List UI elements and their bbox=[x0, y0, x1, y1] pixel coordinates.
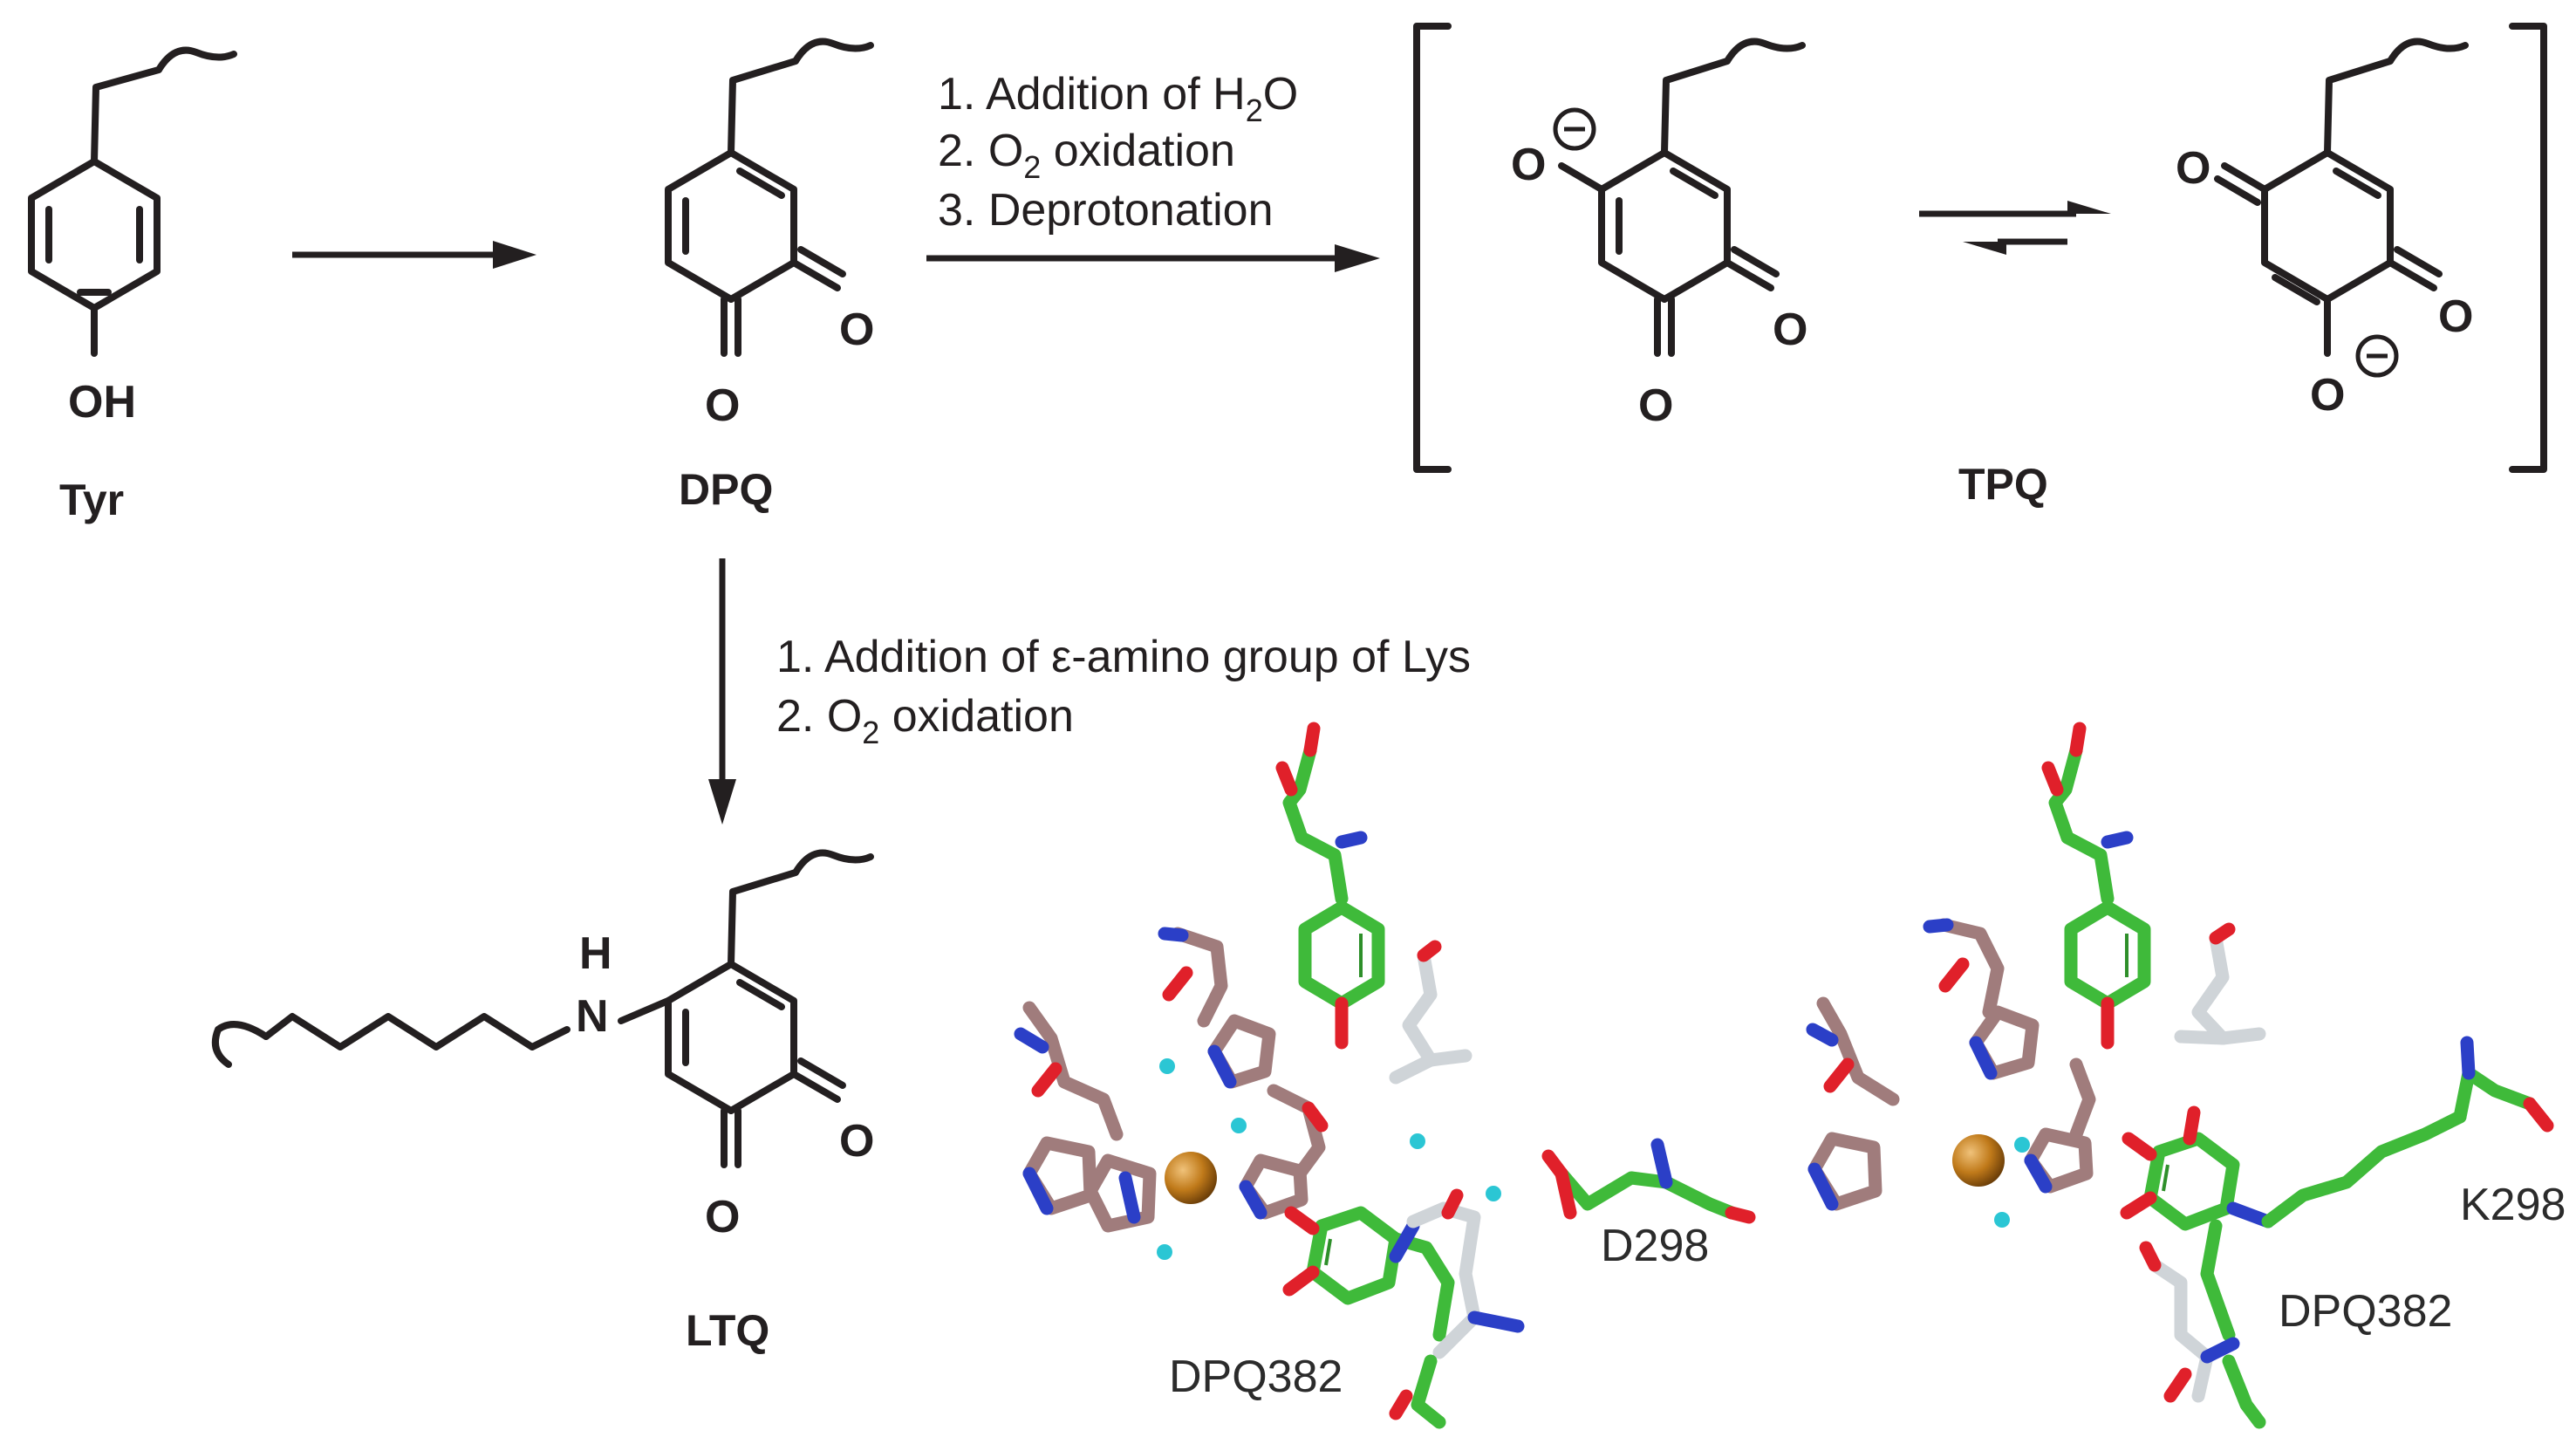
water-molecule-icon bbox=[1486, 1186, 1501, 1201]
condition-ltq-step2: 2. O2 oxidation bbox=[776, 691, 1074, 750]
tyr-label: Tyr bbox=[59, 476, 124, 524]
conditions-to-tpq: 1. Addition of H2O 2. O2 oxidation 3. De… bbox=[938, 69, 1298, 236]
tpq2-oxygen-right: O bbox=[2438, 291, 2473, 342]
arrow-tyr-to-dpq bbox=[292, 241, 536, 269]
residue-label-d298: D298 bbox=[1601, 1221, 1709, 1271]
condition-tpq-step1: 1. Addition of H2O bbox=[938, 69, 1298, 128]
dpq-label: DPQ bbox=[679, 465, 773, 514]
equilibrium-arrows bbox=[1919, 201, 2111, 255]
tpq2-oxygen-anion: O bbox=[2310, 370, 2345, 421]
ltq-label: LTQ bbox=[686, 1306, 769, 1355]
ltq-amine-hydrogen: H bbox=[579, 928, 612, 979]
tpq-tautomer-1: O O O bbox=[1511, 38, 1807, 431]
dpq-oxygen-right: O bbox=[839, 305, 874, 355]
tpq1-oxygen-bottom: O bbox=[1638, 380, 1673, 431]
dpq-oxygen-bottom: O bbox=[705, 380, 740, 431]
water-molecule-icon bbox=[1231, 1118, 1247, 1133]
arrow-dpq-to-tpq bbox=[926, 244, 1380, 272]
condition-ltq-step1: 1. Addition of ε-amino group of Lys bbox=[776, 632, 1471, 682]
arrow-dpq-to-ltq bbox=[708, 558, 736, 825]
copper-ion-icon bbox=[1952, 1134, 2005, 1187]
copper-ion-icon bbox=[1165, 1152, 1217, 1204]
negative-charge-icon bbox=[2355, 334, 2399, 378]
condition-tpq-step2: 2. O2 oxidation bbox=[938, 126, 1235, 185]
tyr-structure: OH Tyr bbox=[28, 46, 237, 524]
water-molecule-icon bbox=[1159, 1058, 1175, 1074]
tpq2-oxygen-left: O bbox=[2176, 143, 2210, 194]
tpq1-oxygen-anion: O bbox=[1511, 140, 1546, 190]
water-molecule-icon bbox=[2014, 1137, 2030, 1153]
negative-charge-icon bbox=[1553, 107, 1596, 151]
ltq-amine-nitrogen: N bbox=[576, 991, 609, 1042]
ltq-structure: H N O O LTQ bbox=[212, 849, 874, 1355]
conditions-to-ltq: 1. Addition of ε-amino group of Lys 2. O… bbox=[776, 632, 1471, 750]
tpq-bracket-left bbox=[1413, 23, 1452, 473]
residue-label-dpq382-right: DPQ382 bbox=[2279, 1286, 2452, 1337]
condition-tpq-step3: 3. Deprotonation bbox=[938, 185, 1274, 236]
ltq-oxygen-bottom: O bbox=[705, 1192, 740, 1242]
water-molecule-icon bbox=[1994, 1212, 2010, 1228]
tpq-bracket-right bbox=[2509, 23, 2547, 473]
water-molecule-icon bbox=[1410, 1133, 1425, 1149]
active-site-structure-left: D298 DPQ382 bbox=[1014, 722, 1756, 1429]
tpq1-oxygen-right: O bbox=[1773, 305, 1807, 355]
residue-label-k298: K298 bbox=[2460, 1180, 2566, 1230]
dpq-structure: O O DPQ bbox=[665, 38, 874, 514]
ltq-oxygen-right: O bbox=[839, 1116, 874, 1167]
water-molecule-icon bbox=[1157, 1244, 1172, 1260]
tpq-tautomer-2: O O O TPQ bbox=[1958, 38, 2473, 509]
residue-label-dpq382-left: DPQ382 bbox=[1169, 1352, 1343, 1402]
active-site-structure-right: K298 DPQ382 bbox=[1806, 722, 2566, 1429]
tyr-hydroxyl-label: OH bbox=[68, 377, 136, 428]
tpq-label: TPQ bbox=[1958, 460, 2048, 509]
